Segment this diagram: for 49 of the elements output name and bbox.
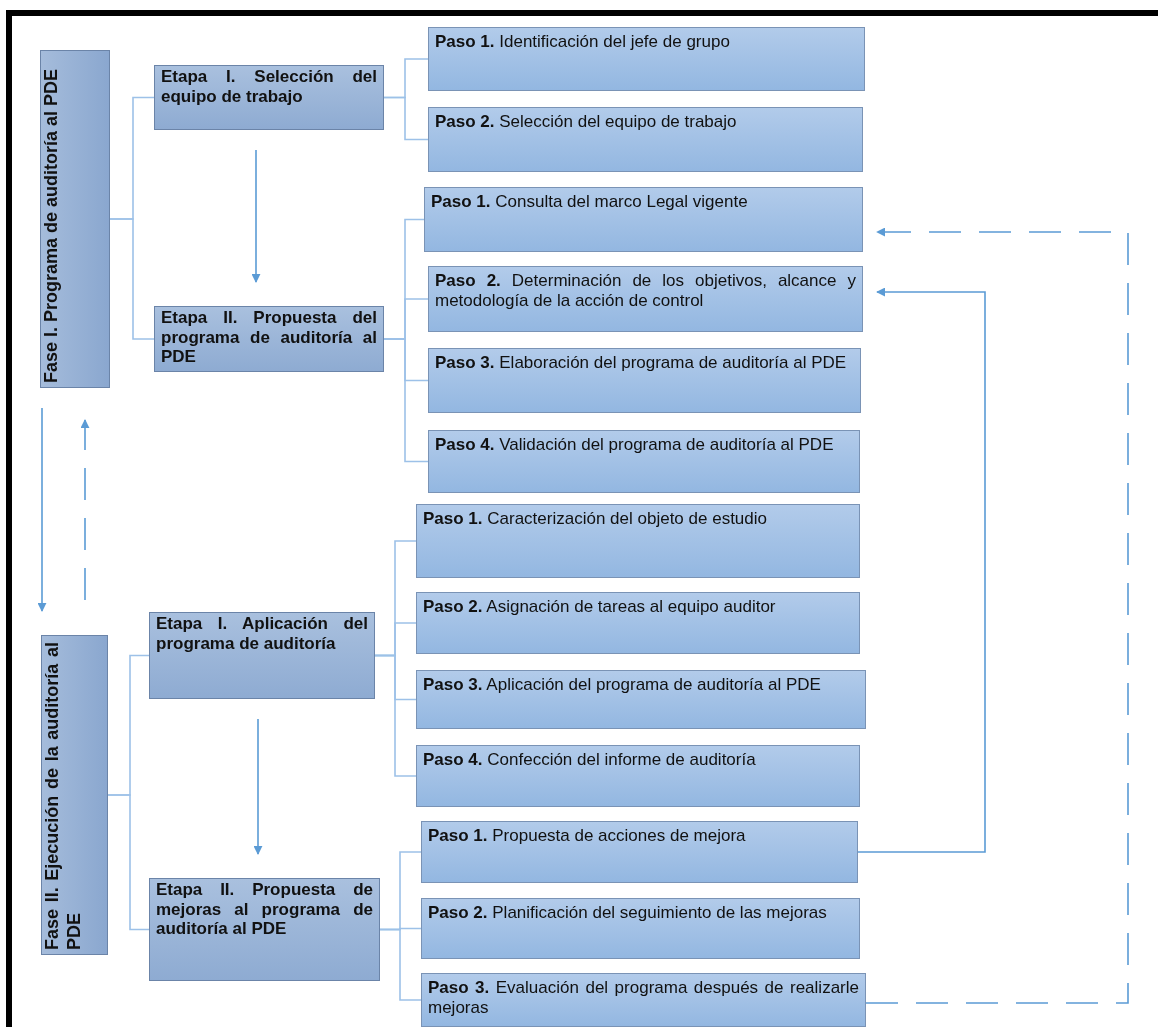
step-box <box>428 107 863 172</box>
step-text: Paso 3. Evaluación del programa después de realizarle mejoras <box>427 977 860 1019</box>
phase-title: Fase I. Programa de auditoría al PDE <box>41 67 62 385</box>
step-text: Paso 1. Propuesta de acciones de mejora <box>427 825 747 847</box>
arrow <box>251 149 261 283</box>
stage-box <box>154 65 384 130</box>
connector-line <box>109 218 155 340</box>
stage-box <box>149 878 380 981</box>
step-box <box>416 745 860 807</box>
step-box <box>428 27 865 91</box>
connector-line <box>383 96 429 141</box>
arrow <box>865 227 1129 1004</box>
step-box <box>416 504 860 578</box>
arrow <box>253 718 263 855</box>
step-box <box>424 187 863 252</box>
step-text: Paso 1. Caracterización del objeto de estudio <box>422 508 768 530</box>
connector-line <box>379 928 422 1001</box>
step-box <box>421 898 860 959</box>
stage-title: Etapa II. Propuesta del programa de auditoría al PDE <box>160 307 378 369</box>
step-text: Paso 1. Consulta del marco Legal vigente <box>430 191 749 213</box>
connector-line <box>374 654 417 777</box>
step-text: Paso 2. Determinación de los objetivos, alcance y metodología de la acción de control <box>434 270 857 312</box>
arrow <box>80 419 90 601</box>
step-text: Paso 2. Selección del equipo de trabajo <box>434 111 738 133</box>
step-box <box>416 592 860 654</box>
step-text: Paso 1. Identificación del jefe de grupo <box>434 31 731 53</box>
step-box <box>428 266 863 332</box>
step-text: Paso 3. Elaboración del programa de auditoría al PDE <box>434 352 848 374</box>
step-text: Paso 4. Validación del programa de auditoría al PDE <box>434 434 835 456</box>
step-text: Paso 2. Asignación de tareas al equipo auditor <box>422 596 777 618</box>
connector-line <box>383 338 429 463</box>
phase-box <box>40 50 110 388</box>
phase-box <box>41 635 108 955</box>
connector-line <box>107 794 150 931</box>
step-text: Paso 3. Aplicación del programa de auditoría al PDE <box>422 674 822 696</box>
arrow <box>37 407 47 612</box>
phase-title: Fase II. Ejecución de la auditoría al PDE <box>42 641 85 952</box>
step-box <box>421 973 866 1027</box>
stage-title: Etapa II. Propuesta de mejoras al programa de auditoría al PDE <box>155 879 374 941</box>
step-box <box>416 670 866 729</box>
step-box <box>428 430 860 493</box>
stage-title: Etapa I. Selección del equipo de trabajo <box>160 66 378 108</box>
step-text: Paso 4. Confección del informe de auditoría <box>422 749 757 771</box>
stage-box <box>149 612 375 699</box>
step-box <box>428 348 861 413</box>
step-box <box>421 821 858 883</box>
arrow <box>857 287 986 853</box>
step-text: Paso 2. Planificación del seguimiento de las mejoras <box>427 902 828 924</box>
stage-title: Etapa I. Aplicación del programa de auditoría <box>155 613 369 655</box>
